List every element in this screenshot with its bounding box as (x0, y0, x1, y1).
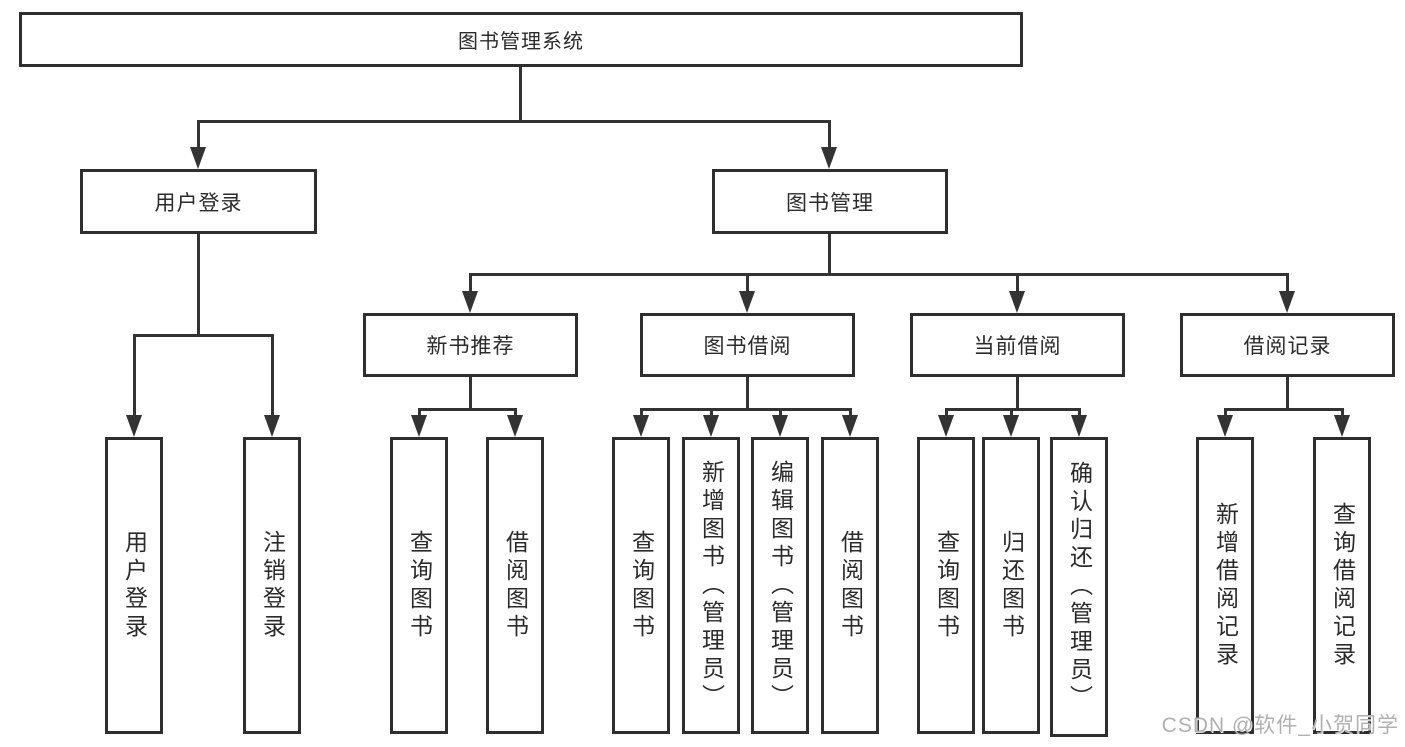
connector-drop (710, 408, 713, 419)
node-borrowing-records: 借阅记录 (1180, 313, 1395, 377)
connector-root-split (197, 120, 831, 123)
arrow-down-icon (842, 415, 858, 437)
arrow-down-icon (703, 415, 719, 437)
leaf-user-login: 用户登录 (105, 437, 163, 734)
arrow-down-icon (1071, 415, 1087, 437)
connector-drop (1341, 408, 1344, 419)
leaf-add-books-admin: 新增图书（管理员） (682, 437, 740, 734)
connector-drop-current-borrow (1016, 273, 1019, 293)
arrow-down-icon (411, 415, 427, 437)
arrow-down-icon (633, 415, 649, 437)
connector-book-borrow-stem (746, 377, 749, 411)
arrow-down-icon (1009, 291, 1025, 313)
node-book-management: 图书管理 (712, 169, 948, 234)
leaf-edit-books-admin: 编辑图书（管理员） (751, 437, 809, 734)
connector-book-borrow-split (640, 408, 852, 411)
connector-new-book-stem (469, 377, 472, 411)
leaf-query-books-borrow: 查询图书 (612, 437, 670, 734)
arrow-down-icon (1334, 415, 1350, 437)
connector-drop-new-book (469, 273, 472, 293)
connector-drop-book-borrow (746, 273, 749, 293)
connector-drop (849, 408, 852, 419)
connector-drop-book-management (828, 120, 831, 149)
connector-drop-borrow-records (1286, 273, 1289, 293)
connector-drop (514, 408, 517, 419)
connector-user-login-split (133, 334, 274, 337)
node-user-login: 用户登录 (80, 169, 317, 234)
connector-current-borrow-split (945, 408, 1081, 411)
connector-drop (779, 408, 782, 419)
connector-drop-user-login (197, 120, 200, 149)
arrow-down-icon (772, 415, 788, 437)
connector-borrow-records-stem (1286, 377, 1289, 411)
connector-borrow-records-split (1224, 408, 1344, 411)
connector-current-borrow-stem (1016, 377, 1019, 411)
connector-book-management-split (469, 273, 1289, 276)
arrow-down-icon (507, 415, 523, 437)
connector-book-management-stem (828, 234, 831, 276)
arrow-down-icon (1003, 415, 1019, 437)
csdn-watermark: CSDN @软件_小贺同学 (1161, 714, 1399, 737)
arrow-down-icon (264, 415, 280, 437)
arrow-down-icon (462, 291, 478, 313)
arrow-down-icon (739, 291, 755, 313)
node-library-management-system: 图书管理系统 (19, 12, 1023, 67)
connector-drop (945, 408, 948, 419)
connector-drop (1224, 408, 1227, 419)
leaf-add-borrow-record: 新增借阅记录 (1196, 437, 1254, 734)
connector-user-login-stem (197, 234, 200, 337)
connector-drop-leaf-logout (271, 334, 274, 419)
leaf-borrow-books-recommend: 借阅图书 (486, 437, 544, 734)
leaf-borrow-books: 借阅图书 (821, 437, 879, 734)
connector-drop (1010, 408, 1013, 419)
leaf-logout: 注销登录 (243, 437, 301, 734)
connector-new-book-split (418, 408, 517, 411)
connector-drop-leaf-user-login (133, 334, 136, 419)
arrow-down-icon (1217, 415, 1233, 437)
connector-drop (640, 408, 643, 419)
connector-root-stem (519, 67, 522, 123)
connector-drop (1078, 408, 1081, 419)
arrow-down-icon (190, 147, 206, 169)
arrow-down-icon (1279, 291, 1295, 313)
node-book-borrowing: 图书借阅 (640, 313, 855, 377)
arrow-down-icon (821, 147, 837, 169)
leaf-query-books-recommend: 查询图书 (390, 437, 448, 734)
arrow-down-icon (938, 415, 954, 437)
leaf-query-books-current: 查询图书 (917, 437, 975, 734)
connector-drop (418, 408, 421, 419)
leaf-confirm-return-admin: 确认归还（管理员） (1050, 437, 1108, 737)
leaf-query-borrow-record: 查询借阅记录 (1313, 437, 1371, 734)
node-current-borrowing: 当前借阅 (910, 313, 1125, 377)
leaf-return-books: 归还图书 (982, 437, 1040, 734)
node-new-book-recommendation: 新书推荐 (363, 313, 578, 377)
arrow-down-icon (126, 415, 142, 437)
